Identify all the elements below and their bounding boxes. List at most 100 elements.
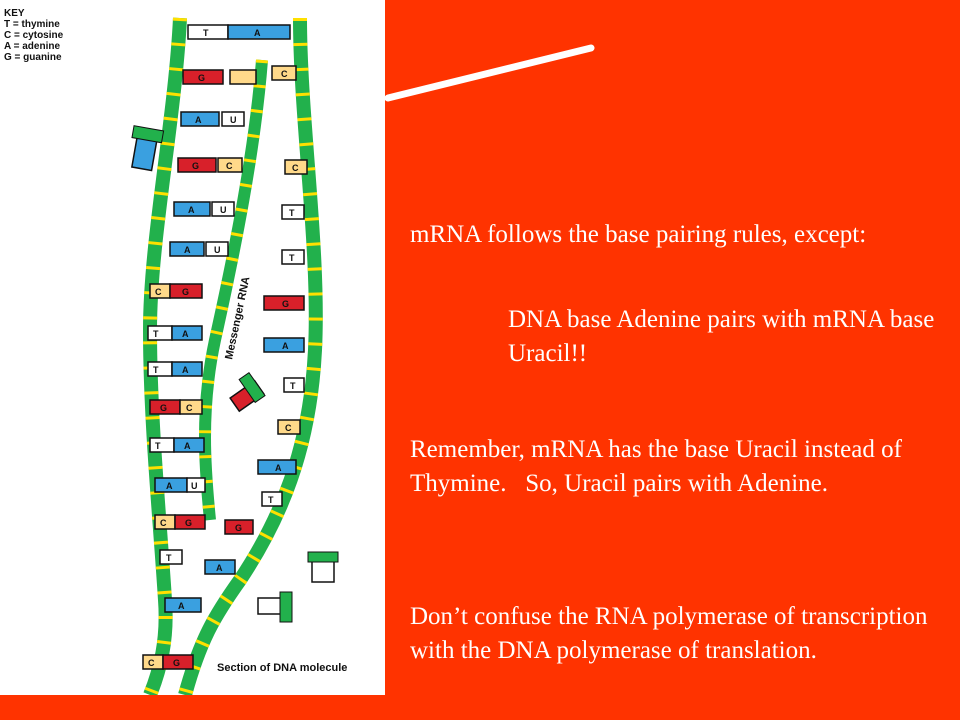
base-letter: C xyxy=(292,163,299,173)
base-thymine xyxy=(147,325,173,341)
base-letter: C xyxy=(285,423,292,433)
free-nucleotide-backbone xyxy=(238,371,266,404)
key-entry-thymine: T = thymine xyxy=(4,19,60,30)
free-nucleotide-backbone xyxy=(279,591,293,623)
dna-diagram-panel: T A G C A U G C A U A U C G T A T A G C … xyxy=(0,0,385,695)
base-thymine xyxy=(283,377,305,393)
base-letter: C xyxy=(281,69,288,79)
base-uracil xyxy=(221,111,245,127)
dna-right-backbone xyxy=(178,17,323,695)
base-guanine xyxy=(177,157,217,173)
polymerase-warning-text: Don’t confuse the RNA polymerase of tran… xyxy=(410,603,928,664)
base-letter: A xyxy=(184,441,191,451)
base-adenine xyxy=(169,241,205,257)
base-letter: G xyxy=(198,73,205,83)
base-letter: A xyxy=(195,115,202,125)
base-letter: C xyxy=(186,403,193,413)
base-letter: C xyxy=(160,518,167,528)
base-adenine xyxy=(164,597,202,613)
base-letter: A xyxy=(188,205,195,215)
base-letter: T xyxy=(289,253,295,263)
diagram-caption: Section of DNA molecule xyxy=(217,662,348,674)
key-entry-cytosine: C = cytosine xyxy=(4,30,64,41)
base-pairing-rule-text: mRNA follows the base pairing rules, exc… xyxy=(410,221,867,248)
base-letter: G xyxy=(192,161,199,171)
base-thymine xyxy=(281,249,305,265)
base-letter: T xyxy=(155,441,161,451)
base-letter: G xyxy=(182,287,189,297)
base-cytosine xyxy=(179,399,203,415)
base-adenine xyxy=(227,24,291,40)
base-cytosine xyxy=(229,69,257,85)
base-letter: T xyxy=(268,495,274,505)
free-thymine-nucleotide xyxy=(257,597,283,615)
base-letter: C xyxy=(155,287,162,297)
base-letter: A xyxy=(184,245,191,255)
base-letter: A xyxy=(182,329,189,339)
base-letter: U xyxy=(220,205,227,215)
base-letter: T xyxy=(290,381,296,391)
base-letter: T xyxy=(166,553,172,563)
base-letter: G xyxy=(282,299,289,309)
decorative-white-line xyxy=(385,44,595,102)
base-letter: A xyxy=(254,28,261,38)
free-nucleotide-backbone xyxy=(131,125,165,144)
base-adenine xyxy=(171,325,203,341)
base-uracil xyxy=(205,241,229,257)
mrna-backbone-dashes xyxy=(199,59,268,521)
base-letter: A xyxy=(182,365,189,375)
base-guanine xyxy=(169,283,203,299)
base-letter: U xyxy=(214,245,221,255)
base-adenine xyxy=(263,337,305,353)
base-letter: T xyxy=(153,329,159,339)
base-letter: A xyxy=(275,463,282,473)
base-cytosine xyxy=(217,157,243,173)
base-adenine xyxy=(173,201,211,217)
base-adenine xyxy=(204,559,236,575)
base-guanine xyxy=(263,295,305,311)
base-thymine xyxy=(147,361,173,377)
base-letter: G xyxy=(173,658,180,668)
free-thymine-nucleotide xyxy=(311,559,335,583)
base-letter: T xyxy=(203,28,209,38)
base-cytosine xyxy=(271,65,297,81)
key-title: KEY xyxy=(4,8,25,19)
base-thymine xyxy=(261,491,283,507)
uracil-reminder-text: Remember, mRNA has the base Uracil inste… xyxy=(410,436,946,497)
base-letter: C xyxy=(148,658,155,668)
base-adenine xyxy=(180,111,220,127)
dna-transcription-diagram: T A G C A U G C A U A U C G T A T A G C … xyxy=(130,17,339,695)
base-adenine xyxy=(257,459,297,475)
mrna-backbone xyxy=(199,59,268,521)
base-guanine xyxy=(162,654,194,670)
base-letter: A xyxy=(216,563,223,573)
base-cytosine xyxy=(277,419,301,435)
base-thymine xyxy=(149,437,175,453)
base-adenine xyxy=(173,437,205,453)
base-letter: G xyxy=(235,523,242,533)
base-letter: A xyxy=(178,601,185,611)
base-letter: T xyxy=(289,208,295,218)
base-letter: G xyxy=(160,403,167,413)
base-letter: C xyxy=(226,161,233,171)
key-entry-guanine: G = guanine xyxy=(4,52,62,63)
base-letter: U xyxy=(191,481,198,491)
base-guanine xyxy=(182,69,224,85)
base-guanine xyxy=(174,514,206,530)
base-letter: T xyxy=(153,365,159,375)
base-adenine xyxy=(171,361,203,377)
base-letter: A xyxy=(282,341,289,351)
base-letter: U xyxy=(230,115,237,125)
base-thymine xyxy=(281,204,305,220)
base-guanine xyxy=(224,519,254,535)
base-letter: G xyxy=(185,518,192,528)
legend-key: KEY T = thymine C = cytosine A = adenine… xyxy=(4,8,63,63)
base-cytosine xyxy=(284,159,308,175)
base-thymine xyxy=(159,549,183,565)
base-letter: A xyxy=(166,481,173,491)
adenine-uracil-note: DNA base Adenine pairs with mRNA base Ur… xyxy=(508,306,935,367)
base-uracil xyxy=(186,477,206,493)
base-uracil xyxy=(211,201,235,217)
free-nucleotide-backbone xyxy=(307,551,339,563)
key-entry-adenine: A = adenine xyxy=(4,41,61,52)
